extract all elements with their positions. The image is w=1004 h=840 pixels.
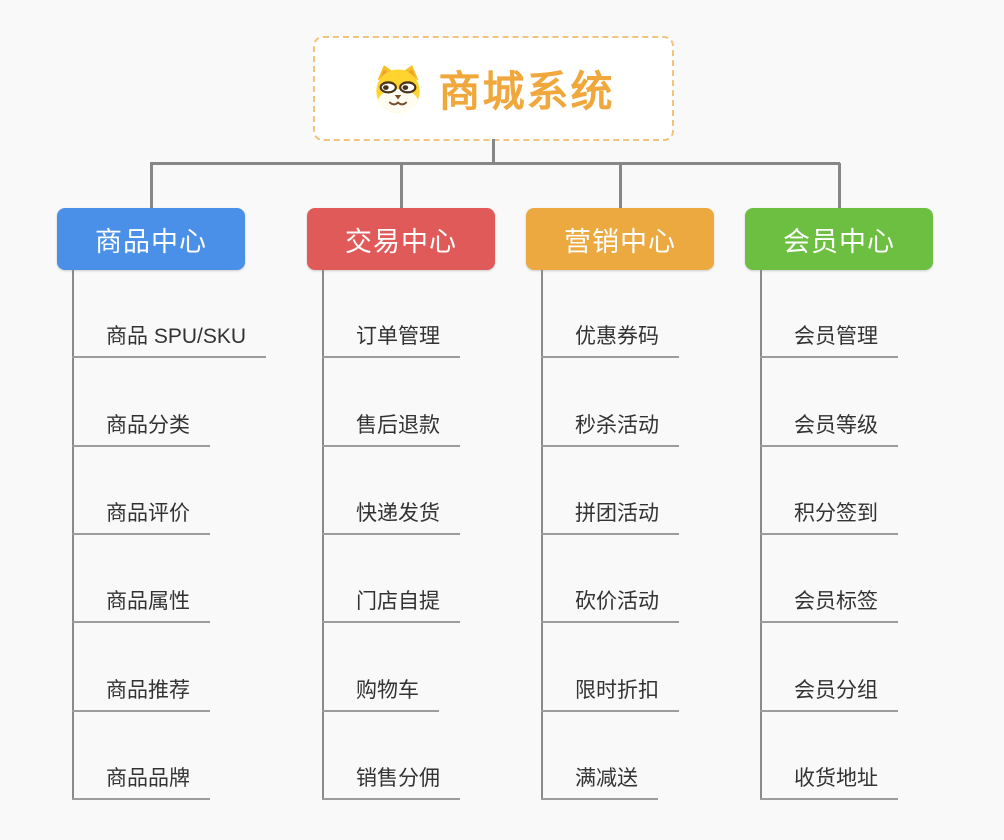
branch-item-label: 销售分佣 (322, 762, 460, 800)
branch-item-label: 商品 SPU/SKU (72, 320, 267, 359)
branch-header-label: 会员中心 (783, 226, 895, 257)
branch-item-list: 优惠券码 秒杀活动 拼团活动 砍价活动 限时折扣 满减送 (541, 270, 679, 800)
branch-item[interactable]: 限时折扣 (541, 623, 679, 712)
connector-branch-trunk (541, 270, 543, 800)
branch-item[interactable]: 满减送 (541, 712, 679, 800)
connector-branch-trunk (760, 270, 762, 800)
branch-header-product-center[interactable]: 商品中心 (57, 208, 245, 270)
branch-item-label: 售后退款 (322, 409, 460, 447)
branch-column-member-center: 会员中心 会员管理 会员等级 积分签到 会员标签 会员分组 收货地址 (745, 163, 933, 800)
branch-item[interactable]: 商品属性 (72, 535, 266, 624)
branch-item-label: 优惠券码 (541, 320, 679, 359)
connector-branch-drop (838, 163, 841, 208)
branch-item-list: 会员管理 会员等级 积分签到 会员标签 会员分组 收货地址 (760, 270, 898, 800)
branch-item[interactable]: 售后退款 (322, 358, 460, 447)
branch-item-label: 商品品牌 (72, 762, 210, 800)
branch-column-marketing-center: 营销中心 优惠券码 秒杀活动 拼团活动 砍价活动 限时折扣 满减送 (526, 163, 714, 800)
branch-item[interactable]: 订单管理 (322, 270, 460, 359)
branch-item-label: 商品属性 (72, 585, 210, 624)
branch-header-label: 营销中心 (564, 226, 676, 257)
branch-item-label: 门店自提 (322, 585, 460, 624)
branch-item-label: 满减送 (541, 762, 658, 800)
branch-header-member-center[interactable]: 会员中心 (745, 208, 933, 270)
branch-item[interactable]: 会员标签 (760, 535, 898, 624)
branch-item[interactable]: 购物车 (322, 623, 460, 712)
branch-item[interactable]: 秒杀活动 (541, 358, 679, 447)
root-title: 商城系统 (438, 68, 615, 115)
branch-item-label: 秒杀活动 (541, 409, 679, 447)
branch-item[interactable]: 商品 SPU/SKU (72, 270, 267, 359)
branch-item[interactable]: 收货地址 (760, 712, 898, 800)
branch-item[interactable]: 门店自提 (322, 535, 460, 624)
branch-item-label: 商品评价 (72, 497, 210, 535)
branch-item-label: 会员分组 (760, 674, 898, 712)
branch-item-label: 商品推荐 (72, 674, 210, 712)
branch-column-product-center: 商品中心 商品 SPU/SKU 商品分类 商品评价 商品属性 商品推荐 商品品牌 (57, 163, 267, 800)
branch-item-label: 购物车 (322, 674, 439, 712)
branch-header-label: 交易中心 (345, 226, 457, 257)
connector-branch-drop (150, 163, 153, 208)
doge-icon (372, 64, 424, 114)
branch-item-label: 限时折扣 (541, 674, 679, 712)
connector-branch-trunk (322, 270, 324, 800)
branch-item-label: 快递发货 (322, 497, 460, 535)
branch-item[interactable]: 优惠券码 (541, 270, 679, 359)
branch-item-label: 会员等级 (760, 409, 898, 447)
branch-item[interactable]: 会员等级 (760, 358, 898, 447)
connector-branch-drop (400, 163, 403, 208)
branch-item-label: 砍价活动 (541, 585, 679, 624)
branch-item-label: 收货地址 (760, 762, 898, 800)
branch-item[interactable]: 销售分佣 (322, 712, 460, 800)
branch-item-label: 积分签到 (760, 497, 898, 535)
branch-item-label: 会员管理 (760, 320, 898, 359)
branch-item[interactable]: 商品推荐 (72, 623, 266, 712)
branch-item[interactable]: 会员分组 (760, 623, 898, 712)
branch-item-list: 订单管理 售后退款 快递发货 门店自提 购物车 销售分佣 (322, 270, 460, 800)
branch-item-label: 商品分类 (72, 409, 210, 447)
branch-column-trade-center: 交易中心 订单管理 售后退款 快递发货 门店自提 购物车 销售分佣 (307, 163, 495, 800)
connector-branch-drop (619, 163, 622, 208)
connector-branch-trunk (72, 270, 74, 800)
branch-item-label: 拼团活动 (541, 497, 679, 535)
branch-item-label: 会员标签 (760, 585, 898, 624)
branch-item[interactable]: 商品评价 (72, 447, 266, 535)
connector-horizontal (150, 162, 840, 165)
branch-header-trade-center[interactable]: 交易中心 (307, 208, 495, 270)
branch-header-marketing-center[interactable]: 营销中心 (526, 208, 714, 270)
branch-item[interactable]: 快递发货 (322, 447, 460, 535)
branch-header-label: 商品中心 (95, 226, 207, 257)
branch-item[interactable]: 商品品牌 (72, 712, 266, 800)
connector-root-riser (492, 139, 495, 164)
branch-item[interactable]: 积分签到 (760, 447, 898, 535)
branch-item[interactable]: 会员管理 (760, 270, 898, 359)
branch-item-label: 订单管理 (322, 320, 460, 359)
root-node[interactable]: 商城系统 (313, 36, 674, 141)
branch-item[interactable]: 拼团活动 (541, 447, 679, 535)
branch-item-list: 商品 SPU/SKU 商品分类 商品评价 商品属性 商品推荐 商品品牌 (72, 270, 267, 800)
branch-item[interactable]: 商品分类 (72, 358, 266, 447)
branch-item[interactable]: 砍价活动 (541, 535, 679, 624)
